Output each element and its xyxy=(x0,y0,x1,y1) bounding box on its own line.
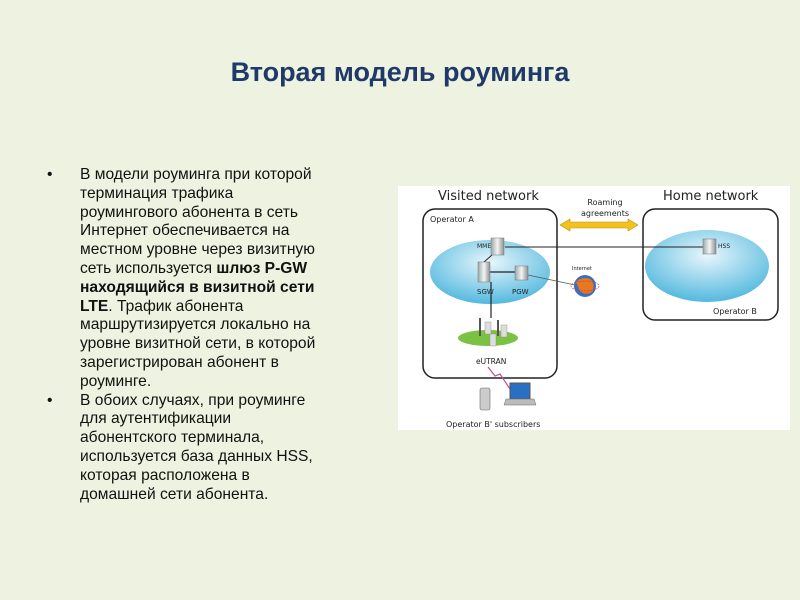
hss-label: HSS xyxy=(718,243,730,250)
text-line: роуминге. xyxy=(80,372,152,390)
text-bold: находящийся в визитной сети xyxy=(80,278,315,296)
text-line: В обоих случаях, при роуминге xyxy=(80,391,306,409)
text-plain: . Трафик абонента xyxy=(108,297,244,315)
text-line: терминация трафика xyxy=(80,184,234,202)
home-network-label: Home network xyxy=(663,189,759,204)
text-line: роумингового абонента в сеть xyxy=(80,203,298,221)
eutran-label: eUTRAN xyxy=(476,357,506,366)
text-line: уровне визитной сети, в которой xyxy=(80,335,316,353)
hss-server-icon xyxy=(702,238,717,255)
text-line: маршрутизируется локально на xyxy=(80,316,311,334)
operator-a-label: Operator A xyxy=(430,215,474,224)
operator-b-box xyxy=(642,208,779,321)
text-line: LTE. Трафик абонента xyxy=(80,298,387,317)
roaming-label: agreements xyxy=(581,209,629,218)
visited-network-label: Visited network xyxy=(438,189,539,204)
text-plain: сеть используется xyxy=(80,259,217,277)
pgw-label: PGW xyxy=(512,288,529,296)
bullet-item-2: • В обоих случаях, при роуминге для ауте… xyxy=(47,392,387,505)
subscribers-label: Operator B' subscribers xyxy=(446,420,540,429)
text-line: зарегистрирован абонент в xyxy=(80,353,279,371)
pgw-server-icon xyxy=(514,265,529,281)
phone-icon xyxy=(479,387,491,411)
text-line: В модели роуминга при которой xyxy=(80,166,312,183)
operator-b-label: Operator B xyxy=(713,307,757,316)
text-line: домашней сети абонента. xyxy=(80,485,269,503)
text-line: используется база данных HSS, xyxy=(80,447,313,465)
text-line: сеть используется шлюз P-GW xyxy=(80,260,387,279)
operator-a-box xyxy=(422,208,558,379)
mme-server-icon xyxy=(490,237,505,256)
roaming-arrow-icon xyxy=(559,218,639,232)
text-line: Интернет обеспечивается на xyxy=(80,222,290,240)
slide-title: Вторая модель роуминга xyxy=(230,57,570,87)
bullet-list: • В модели роуминга при которой терминац… xyxy=(47,166,387,504)
text-line: местном уровне через визитную xyxy=(80,241,315,259)
radio-link-icon xyxy=(487,366,511,390)
internet-label: Internet xyxy=(572,266,592,272)
sgw-server-icon xyxy=(477,261,491,283)
mme-label: MME xyxy=(477,243,491,250)
bullet-item-1: • В модели роуминга при которой терминац… xyxy=(47,166,387,392)
text-bold: LTE xyxy=(80,297,109,315)
bullet-icon: • xyxy=(47,166,53,183)
text-line: для аутентификации xyxy=(80,410,232,428)
sgw-label: SGW xyxy=(477,288,494,296)
internet-globe-icon xyxy=(570,275,600,297)
laptop-icon xyxy=(503,382,537,406)
bullet-icon: • xyxy=(47,391,53,409)
eutran-cell-towers-icon xyxy=(458,318,518,347)
text-line: абонентского терминала, xyxy=(80,429,265,447)
text-bold: шлюз P-GW xyxy=(216,259,308,277)
mme-sgw-link xyxy=(483,254,493,263)
roaming-label: Roaming xyxy=(587,198,622,207)
home-core-cloud xyxy=(645,230,769,302)
text-line: которая расположена в xyxy=(80,466,250,484)
pgw-internet-link xyxy=(527,274,576,286)
text-line: находящийся в визитной сети xyxy=(80,279,387,298)
